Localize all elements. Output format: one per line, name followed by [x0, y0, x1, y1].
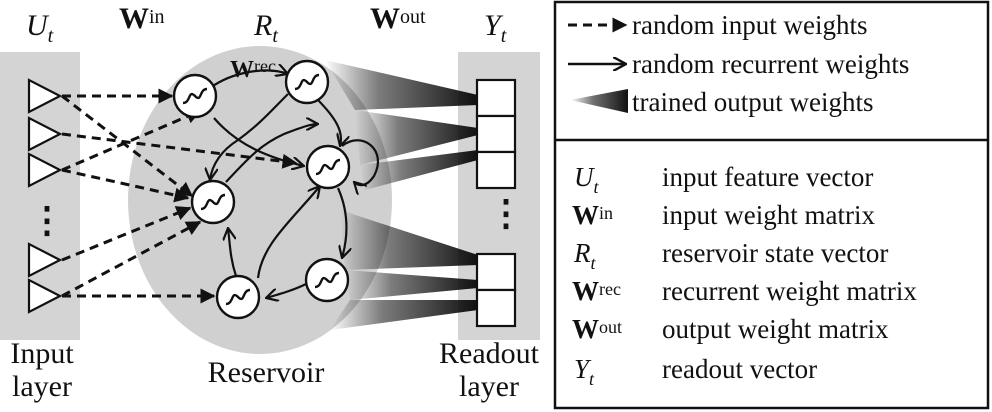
input-weight-arrow [61, 94, 194, 198]
legend-description: output weight matrix [662, 314, 889, 344]
legend-symbol: Yt [574, 354, 595, 389]
input-weight-arrow [61, 220, 202, 298]
legend-description: recurrent weight matrix [662, 276, 917, 306]
input-nodes [27, 78, 63, 314]
input-weight-arrow [61, 206, 192, 262]
label-output-weights: Wout [370, 2, 426, 35]
recurrent-arrow [256, 186, 320, 279]
legend-arrow-label: trained output weights [632, 87, 873, 117]
recurrent-arrow [213, 117, 304, 166]
input-weight-arrow [61, 132, 298, 169]
output-fan [325, 60, 478, 110]
output-fan [360, 150, 478, 190]
input-node [27, 278, 63, 314]
legend-description: input feature vector [662, 162, 873, 192]
label-input-layer-line2: layer [12, 370, 72, 403]
reservoir-node [284, 59, 330, 105]
input-node [27, 78, 63, 114]
output-fan [330, 300, 478, 330]
legend: random input weights random recurrent we… [553, 0, 990, 410]
top-labels: Ut Win Rt Wout Yt [26, 2, 507, 47]
readout-unit [475, 114, 517, 154]
legend-arrow-label: random recurrent weights [632, 49, 909, 79]
recurrent-arrow [266, 283, 307, 298]
legend-description: input weight matrix [662, 200, 875, 230]
recurrent-arrow [209, 70, 288, 89]
label-recurrent-weights: Wrec [230, 56, 276, 83]
label-input-vector: Ut [26, 9, 54, 47]
input-ellipsis: ⋮ [29, 200, 65, 240]
reservoir-node [172, 73, 218, 119]
bottom-labels: Input layer Reservoir Readout layer [10, 337, 539, 403]
readout-units [475, 78, 517, 328]
input-node [27, 116, 63, 152]
label-input-layer-line1: Input [10, 337, 74, 370]
label-readout-layer-line1: Readout [439, 337, 540, 370]
output-fan [340, 210, 478, 270]
label-readout-layer-line2: layer [459, 370, 519, 403]
recurrent-arrow [228, 228, 238, 277]
recurrent-weight-arrows [209, 70, 380, 298]
legend-arrow-label: random input weights [632, 10, 867, 40]
input-weight-arrow [61, 168, 190, 203]
reservoir-nodes [172, 59, 351, 320]
recurrent-arrow [315, 97, 341, 146]
reservoir-node [305, 144, 351, 190]
reservoir-node [215, 274, 261, 320]
input-node [27, 152, 63, 188]
legend-description: readout vector [662, 354, 817, 384]
legend-symbol: Wout [572, 314, 622, 344]
readout-unit [475, 288, 517, 328]
output-fan [355, 110, 478, 165]
input-node [27, 242, 63, 278]
output-fan [345, 270, 478, 300]
symbol-legend: Ut input feature vector Win input weight… [572, 162, 917, 389]
recurrent-arrow [336, 187, 346, 258]
reservoir-node [190, 179, 236, 225]
trained-output-weights [325, 60, 478, 330]
legend-symbol: Win [572, 200, 613, 230]
readout-ellipsis: ⋮ [488, 193, 524, 233]
label-reservoir-state: Rt [253, 9, 278, 47]
legend-symbol: Ut [574, 162, 600, 197]
recurrent-arrow [225, 124, 318, 183]
readout-unit [475, 78, 517, 118]
label-input-weights: Win [119, 2, 165, 35]
input-weight-arrow [61, 109, 202, 172]
legend-description: reservoir state vector [662, 238, 888, 268]
legend-gradient-wedge-icon [570, 89, 628, 113]
recurrent-arrow [341, 139, 380, 185]
readout-unit [475, 252, 517, 292]
input-weight-arrows [61, 88, 298, 304]
label-reservoir: Reservoir [208, 356, 325, 389]
label-readout-vector: Yt [484, 9, 507, 47]
legend-symbol: Rt [573, 238, 597, 273]
readout-unit [475, 150, 517, 190]
reservoir-node [304, 257, 350, 303]
legend-symbol: Wrec [572, 276, 621, 306]
